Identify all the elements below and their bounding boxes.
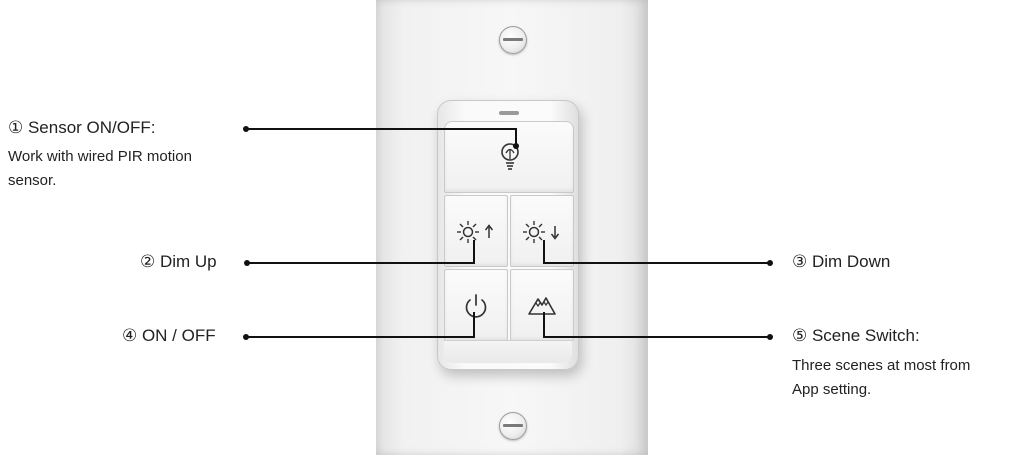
sensor-callout-line [246, 128, 517, 130]
scene-callout-dot [767, 334, 773, 340]
dim-up-callout-rise [473, 240, 475, 264]
dim-down-button[interactable] [510, 195, 574, 267]
power-button[interactable] [444, 269, 508, 341]
sensor-description-line1: Work with wired PIR motion [8, 145, 192, 169]
mountain-icon [527, 294, 557, 316]
power-icon [463, 292, 489, 320]
sensor-button[interactable] [444, 121, 574, 193]
dim-down-callout-dot [767, 260, 773, 266]
on-off-callout-rise [473, 312, 475, 338]
dim-up-button[interactable] [444, 195, 508, 267]
dim-up-label: ② Dim Up [140, 252, 217, 272]
dim-down-callout-rise [543, 240, 545, 264]
sensor-label: ① Sensor ON/OFF: [8, 118, 156, 138]
scene-callout-rise [543, 312, 545, 338]
scene-label: ⑤ Scene Switch: [792, 326, 920, 346]
scene-description-line1: Three scenes at most from [792, 354, 970, 378]
scene-description-line2: App setting. [792, 378, 871, 402]
scene-button[interactable] [510, 269, 574, 341]
dim-down-callout-line [543, 262, 770, 264]
switch-bottom-trim [444, 340, 572, 363]
dim-up-callout-line [247, 262, 475, 264]
on-off-callout-line [246, 336, 475, 338]
on-off-label: ④ ON / OFF [122, 326, 216, 346]
dim-down-label: ③ Dim Down [792, 252, 890, 272]
led-indicator [499, 111, 519, 115]
sensor-description-line2: sensor. [8, 169, 56, 193]
bottom-screw-icon [499, 412, 527, 440]
sensor-callout-end-dot [513, 143, 519, 149]
scene-callout-line [543, 336, 770, 338]
top-screw-icon [499, 26, 527, 54]
sun-up-icon [457, 220, 497, 244]
